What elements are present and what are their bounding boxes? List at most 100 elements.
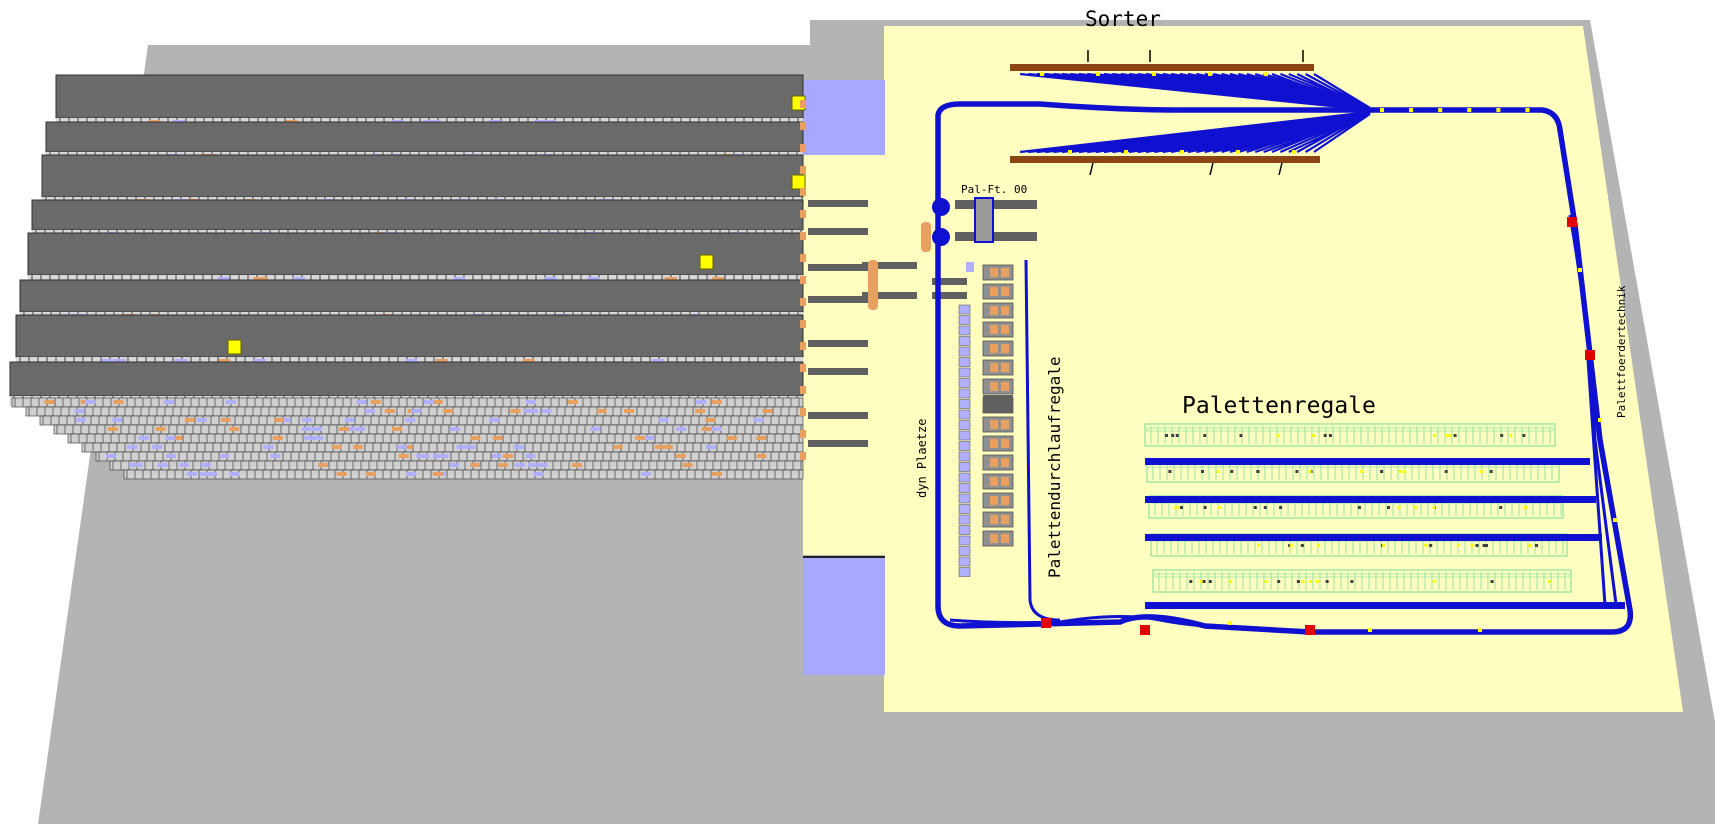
- rack-lower-bin: [449, 463, 460, 467]
- flow-rack-pallet: [990, 496, 998, 505]
- rack-lower-bin: [712, 472, 723, 476]
- rack-lower-bin: [163, 400, 174, 404]
- flow-rack-pallet: [1001, 382, 1009, 391]
- flow-rack-pallet: [990, 420, 998, 429]
- pallet-rack-item: [1316, 544, 1320, 547]
- dyn-place-bin: [958, 556, 971, 567]
- loop-carton: [1525, 108, 1530, 112]
- pallet-racks: [1144, 423, 1625, 609]
- pallet-rack-item: [1253, 506, 1257, 509]
- flow-rack-pallet: [1001, 325, 1009, 334]
- pickup-point: [800, 232, 806, 240]
- sorter-carton: [1180, 150, 1184, 154]
- flow-rack-pallet: [990, 325, 998, 334]
- rack-aisle-top: [45, 121, 804, 153]
- pallet-rack-item: [1279, 506, 1283, 509]
- flow-rack-gap: [983, 395, 1013, 413]
- flow-rack-pallet: [1001, 363, 1009, 372]
- rack-lower-bin: [528, 409, 539, 413]
- rack-lower-bin: [113, 400, 124, 404]
- pallet-rack-item: [1402, 470, 1406, 473]
- sorter-marker: [1209, 162, 1214, 176]
- palettenregale-label: Palettenregale: [1182, 393, 1376, 419]
- transfer-conveyors: [808, 197, 1037, 447]
- rack-lower-bin: [272, 436, 283, 440]
- rack-lower-bin: [695, 409, 706, 413]
- pallet-rack-aisle-conveyor: [1145, 534, 1602, 541]
- loop-carton: [1467, 108, 1472, 112]
- rack-lower-bin: [510, 409, 521, 413]
- rack-lower-bin: [318, 463, 329, 467]
- pallet-rack-bays: [1154, 498, 1562, 516]
- pallet-rack-item: [1433, 434, 1437, 437]
- rack-lower-bin: [513, 445, 524, 449]
- dyn-place-bin: [958, 504, 971, 514]
- rack-lower-bin: [200, 463, 211, 467]
- sorter-carton: [1152, 72, 1156, 76]
- rack-lower-bin: [405, 418, 416, 422]
- rack-lower-bin: [525, 400, 536, 404]
- pickup-point: [800, 452, 806, 460]
- flow-rack-pallet: [1001, 287, 1009, 296]
- pallet-rack-item: [1325, 580, 1329, 583]
- transfer-conveyor: [932, 278, 967, 285]
- palettenfoerdertechnik-label: Palettfoerdertechnik: [1615, 285, 1628, 418]
- loop-carton: [1438, 108, 1443, 112]
- pickup-point: [800, 342, 806, 350]
- sorter-marker: [1278, 162, 1283, 176]
- loop-turntable: [932, 228, 950, 246]
- transfer-conveyor: [862, 292, 917, 299]
- pallet-rack-item: [1445, 434, 1449, 437]
- pallet-rack-aisle-conveyor: [1145, 602, 1625, 609]
- pallet-rack-item: [1257, 544, 1261, 547]
- rack-lower-bin: [229, 427, 240, 431]
- rack-lower-bin: [280, 418, 291, 422]
- rack-lower-bin: [263, 445, 274, 449]
- rack-lower-levels: [11, 397, 804, 480]
- rack-lower-bin: [398, 454, 409, 458]
- pallet-rack-item: [1202, 580, 1206, 583]
- loop-inner-track: [1586, 359, 1607, 606]
- pickup-point: [800, 320, 806, 328]
- flow-rack-pallet: [990, 534, 998, 543]
- rack-lower-bin: [187, 472, 197, 476]
- rack-lower-bin: [270, 454, 281, 458]
- rack-lower-level: [95, 451, 804, 462]
- dyn-place-bin: [958, 472, 971, 483]
- pallet-rack-item: [1201, 470, 1204, 473]
- loop-carton: [1380, 108, 1384, 112]
- pallet-rack-item: [1180, 506, 1183, 509]
- flow-rack-pallet: [990, 287, 998, 296]
- rack-lower-bin: [273, 418, 284, 422]
- rack-lower-bin: [726, 436, 737, 440]
- pallet-rack-item: [1482, 544, 1486, 547]
- dyn-place-bin: [958, 535, 971, 546]
- loop-carton: [1613, 518, 1617, 522]
- sorter-label: Sorter: [1085, 7, 1161, 31]
- dyn-place-bin: [958, 525, 971, 535]
- rack-lower-bin: [514, 463, 525, 467]
- pallet-rack-item: [1288, 544, 1292, 547]
- sorter-carton: [1096, 72, 1100, 76]
- pickup-point: [800, 430, 806, 438]
- lift-unit: [868, 260, 878, 310]
- rack-lower-bin: [654, 445, 665, 449]
- flow-rack-pallet: [1001, 496, 1009, 505]
- pallet-rack-item: [1203, 434, 1207, 437]
- rack-lower-bin: [331, 445, 342, 449]
- pickup-point: [800, 188, 806, 196]
- pickup-point: [800, 254, 806, 262]
- rack-lower-bin: [705, 418, 716, 422]
- pickup-point: [800, 276, 806, 284]
- loop-inner-track: [1568, 214, 1618, 605]
- transfer-conveyor: [808, 228, 868, 235]
- rack-lower-bin: [344, 427, 355, 431]
- loop-carton: [1228, 621, 1232, 625]
- stacker-crane: [791, 174, 806, 190]
- dyn-place-bin: [958, 430, 971, 441]
- sorter-rail-top: [1010, 64, 1314, 71]
- pallet-rack-beam: [1146, 427, 1554, 432]
- rack-lower-bin: [432, 472, 443, 476]
- pallet-rack-aisle-conveyor: [1145, 458, 1590, 465]
- dyn-place-bin: [958, 357, 971, 367]
